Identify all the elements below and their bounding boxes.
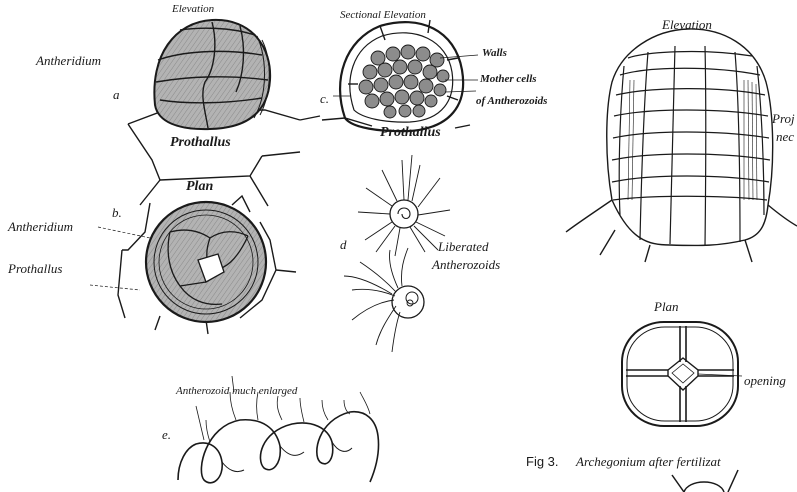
label-antheridium-a: Antheridium [36,54,101,67]
label-fig3-prefix: Fig 3. [526,455,559,468]
archegonium-elevation [566,29,797,262]
label-proj-1: Proj [772,112,795,125]
archegonium-plan [622,322,742,426]
label-liberated-1: Liberated [438,240,489,253]
label-elevation-right: Elevation [662,18,712,31]
label-fig3-caption: Archegonium after fertilizat [576,455,721,468]
archegonium-partial [672,470,738,492]
label-elevation-a: Elevation [172,4,214,15]
label-letter-e: e. [162,428,171,441]
label-sectional-elevation: Sectional Elevation [340,10,426,21]
liberated-antherozoids [344,155,450,352]
label-letter-c: c. [320,92,329,105]
label-opening: opening [744,374,786,387]
label-walls: Walls [482,48,507,59]
label-prothallus-a: Prothallus [170,136,231,150]
label-antheridium-b: Antheridium [8,220,73,233]
label-liberated-2: Antherozoids [432,258,500,271]
label-mother-cells-2: of Antherozoids [476,96,547,107]
label-letter-a: a [113,88,120,101]
label-letter-d: d [340,238,347,251]
antheridium-elevation [128,20,320,206]
sectional-elevation [322,20,478,131]
label-letter-b: b. [112,206,122,219]
label-plan-right: Plan [654,300,679,313]
label-antherozoid-enlarged: Antherozoid much enlarged [176,386,297,397]
label-plan-b: Plan [186,180,213,194]
label-prothallus-c: Prothallus [380,126,441,140]
label-mother-cells-1: Mother cells [480,74,537,85]
label-proj-2: nec [776,130,794,143]
label-prothallus-b: Prothallus [8,262,62,275]
